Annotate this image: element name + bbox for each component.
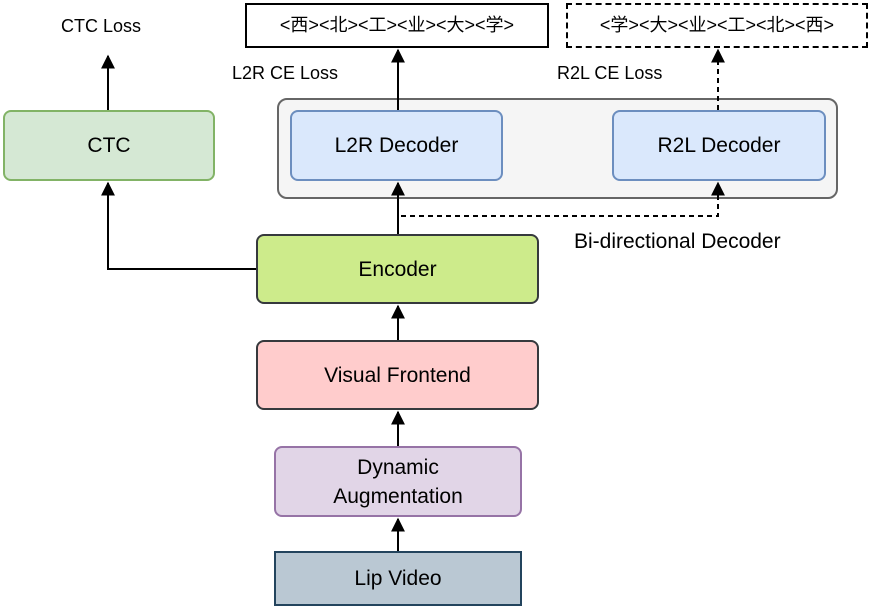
arrow-encoder-to-ctc — [101, 181, 256, 270]
ctc-loss-label: CTC Loss — [61, 16, 142, 36]
visual-frontend-block: Visual Frontend — [256, 340, 539, 410]
r2l-output-text: <学><大><业><工><北><西> — [599, 15, 835, 35]
encoder-label: Encoder — [358, 257, 437, 281]
dynamic-augmentation-line1: Dynamic — [357, 455, 439, 479]
visual-frontend-label: Visual Frontend — [324, 363, 471, 387]
ctc-label: CTC — [87, 134, 131, 157]
l2r-decoder-label: L2R Decoder — [334, 134, 459, 157]
r2l-decoder-block: R2L Decoder — [612, 110, 826, 181]
l2r-output-box: <西><北><工><业><大><学> — [245, 3, 549, 48]
lip-video-label: Lip Video — [354, 567, 442, 590]
ctc-block: CTC — [3, 110, 215, 181]
arrow-encoder-to-r2l — [397, 181, 725, 222]
r2l-decoder-label: R2L Decoder — [657, 134, 781, 157]
lip-video-block: Lip Video — [274, 551, 522, 606]
encoder-block: Encoder — [256, 234, 539, 304]
l2r-output-text: <西><北><工><业><大><学> — [279, 15, 515, 35]
l2r-ce-loss-label: L2R CE Loss — [232, 63, 339, 83]
dynamic-augmentation-block: Dynamic Augmentation — [274, 446, 522, 517]
dynamic-augmentation-line2: Augmentation — [333, 484, 463, 508]
r2l-ce-loss-label: R2L CE Loss — [557, 63, 663, 83]
bidirectional-decoder-label: Bi-directional Decoder — [574, 230, 781, 253]
r2l-output-box: <学><大><业><工><北><西> — [566, 3, 868, 48]
l2r-decoder-block: L2R Decoder — [290, 110, 503, 181]
